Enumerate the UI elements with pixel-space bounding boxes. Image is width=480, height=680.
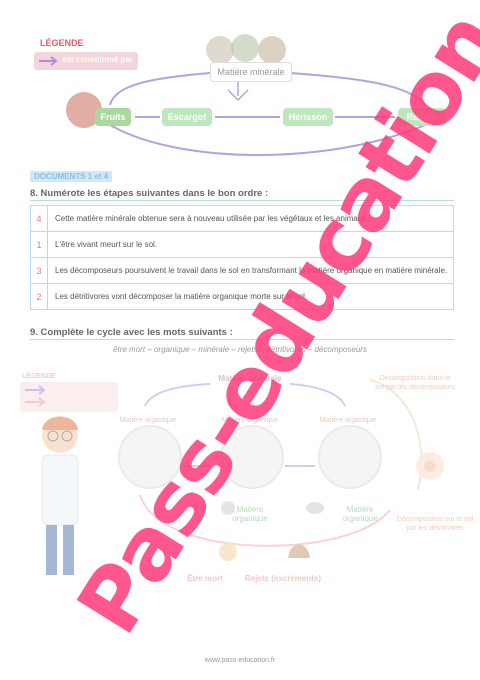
table-row: 3 Les décomposeurs poursuivent le travai… xyxy=(30,257,454,284)
label-decomposition-sol: Décomposition dans le sol par les décomp… xyxy=(375,375,455,391)
step-number[interactable]: 4 xyxy=(30,205,48,232)
node-matiere-minerale: Matière minérale xyxy=(218,374,282,383)
step-number[interactable]: 1 xyxy=(30,231,48,258)
node-matiere-minerale: Matière minérale xyxy=(210,62,292,82)
label-matiere-organique: Matière organique xyxy=(232,505,268,523)
cycle-arrows xyxy=(139,379,444,547)
node-herisson: Hérisson xyxy=(283,108,333,126)
step-number[interactable]: 2 xyxy=(30,283,48,310)
divider xyxy=(30,339,454,340)
documents-tag: DOCUMENTS 1 et 4 xyxy=(30,171,113,182)
question-9-title: 9. Complète le cycle avec les mots suiva… xyxy=(30,327,233,338)
label-matiere-organique: Matière organique xyxy=(119,417,177,424)
legend-text: est consommé par xyxy=(62,55,133,64)
table-row: 2 Les détritivores vont décomposer la ma… xyxy=(30,283,454,310)
legend-box xyxy=(34,52,138,70)
question-8-title: 8. Numérote les étapes suivantes dans le… xyxy=(30,188,269,199)
organic-matter-circle xyxy=(220,425,284,489)
label-rejets: Rejets (excréments) xyxy=(244,574,322,583)
node-renard: Renard xyxy=(398,108,446,126)
step-text: Les détritivores vont décomposer la mati… xyxy=(47,283,454,310)
step-text: Les décomposeurs poursuivent le travail … xyxy=(47,257,454,284)
label-matiere-organique: Matière organique xyxy=(319,417,377,424)
snail-hedgehog-icons xyxy=(219,501,324,561)
label-decomposition-detritivores: Décomposition sur le sol par les détriti… xyxy=(396,516,474,532)
organic-matter-circle xyxy=(318,425,382,489)
arrow-icon xyxy=(25,385,46,407)
word-bank: être mort – organique – minérale – rejet… xyxy=(113,345,367,354)
label-matiere-organique: Matière organique xyxy=(221,417,279,424)
table-row: 4 Cette matière minérale obtenue sera à … xyxy=(30,205,454,232)
legend-title: LÉGENDE xyxy=(22,373,56,380)
steps-table: 4 Cette matière minérale obtenue sera à … xyxy=(30,205,454,310)
food-chain-arrows xyxy=(66,34,426,156)
step-number[interactable]: 3 xyxy=(30,257,48,284)
step-text: Cette matière minérale obtenue sera à no… xyxy=(47,205,454,232)
teacher-illustration-icon xyxy=(41,416,79,575)
divider xyxy=(30,200,454,201)
legend-box xyxy=(20,382,118,412)
node-fruits: Fruits xyxy=(95,108,131,126)
legend-title: LÉGENDE xyxy=(40,38,84,48)
node-escargot: Escargot xyxy=(162,108,212,126)
label-etre-mort: Être mort xyxy=(187,574,223,583)
organic-matter-circle xyxy=(118,425,182,489)
footer-url: www.pass-education.fr xyxy=(204,657,276,664)
arrow-icon xyxy=(39,56,58,66)
label-matiere-organique: Matière organique xyxy=(342,505,378,523)
